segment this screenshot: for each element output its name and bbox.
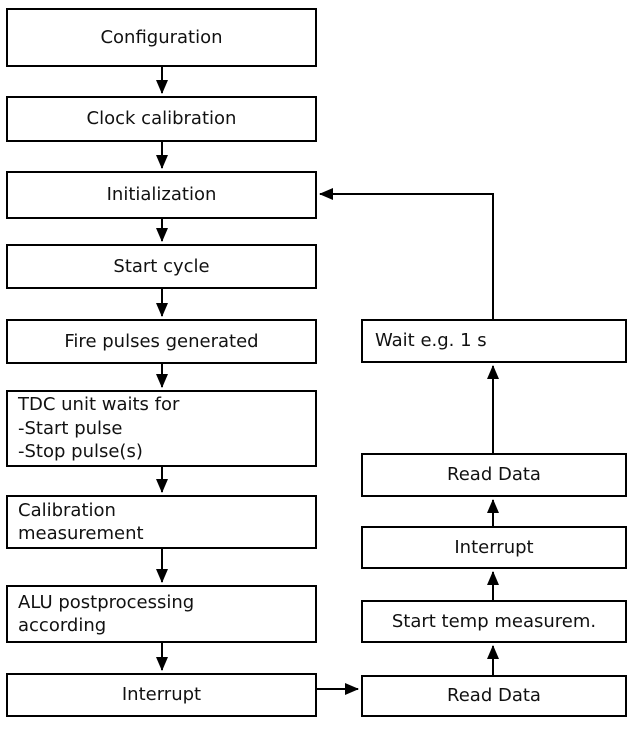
node-label-line: -Stop pulse(s) (18, 441, 143, 463)
node-alu-postprocessing: ALU postprocessing according (6, 585, 317, 643)
arrow-wait-to-init (319, 188, 494, 319)
node-start-temp-measurement: Start temp measurem. (361, 600, 627, 643)
node-read-data-upper: Read Data (361, 453, 627, 497)
node-label-line: Calibration (18, 499, 116, 521)
node-label: Read Data (447, 464, 541, 486)
node-label: Start cycle (113, 255, 210, 277)
node-clock-calibration: Clock calibration (6, 96, 317, 142)
node-label-line: -Start pulse (18, 417, 123, 439)
node-label: Wait e.g. 1 s (375, 330, 487, 352)
node-label: Clock calibration (86, 108, 237, 130)
node-configuration: Configuration (6, 8, 317, 67)
node-start-cycle: Start cycle (6, 244, 317, 289)
node-label: Start temp measurem. (391, 610, 597, 632)
node-label-line: measurement (18, 523, 144, 544)
node-calibration-measurement: Calibration measurement (6, 495, 317, 549)
node-label: Interrupt (454, 536, 534, 558)
node-label-line: TDC unit waits for (18, 394, 180, 416)
node-label-line: ALU postprocessing (18, 591, 195, 613)
node-initialization: Initialization (6, 171, 317, 219)
node-label: Fire pulses generated (64, 330, 259, 352)
node-label: Initialization (106, 184, 217, 206)
node-tdc-unit-waits: TDC unit waits for -Start pulse -Stop pu… (6, 390, 317, 467)
node-fire-pulses-generated: Fire pulses generated (6, 319, 317, 364)
node-label: Configuration (100, 26, 223, 48)
node-wait: Wait e.g. 1 s (361, 319, 627, 363)
node-label: Read Data (447, 685, 541, 707)
node-interrupt-right: Interrupt (361, 526, 627, 569)
node-interrupt-left: Interrupt (6, 673, 317, 717)
node-label: Interrupt (121, 684, 202, 706)
node-read-data-lower: Read Data (361, 675, 627, 717)
node-label-line: according (18, 615, 107, 636)
